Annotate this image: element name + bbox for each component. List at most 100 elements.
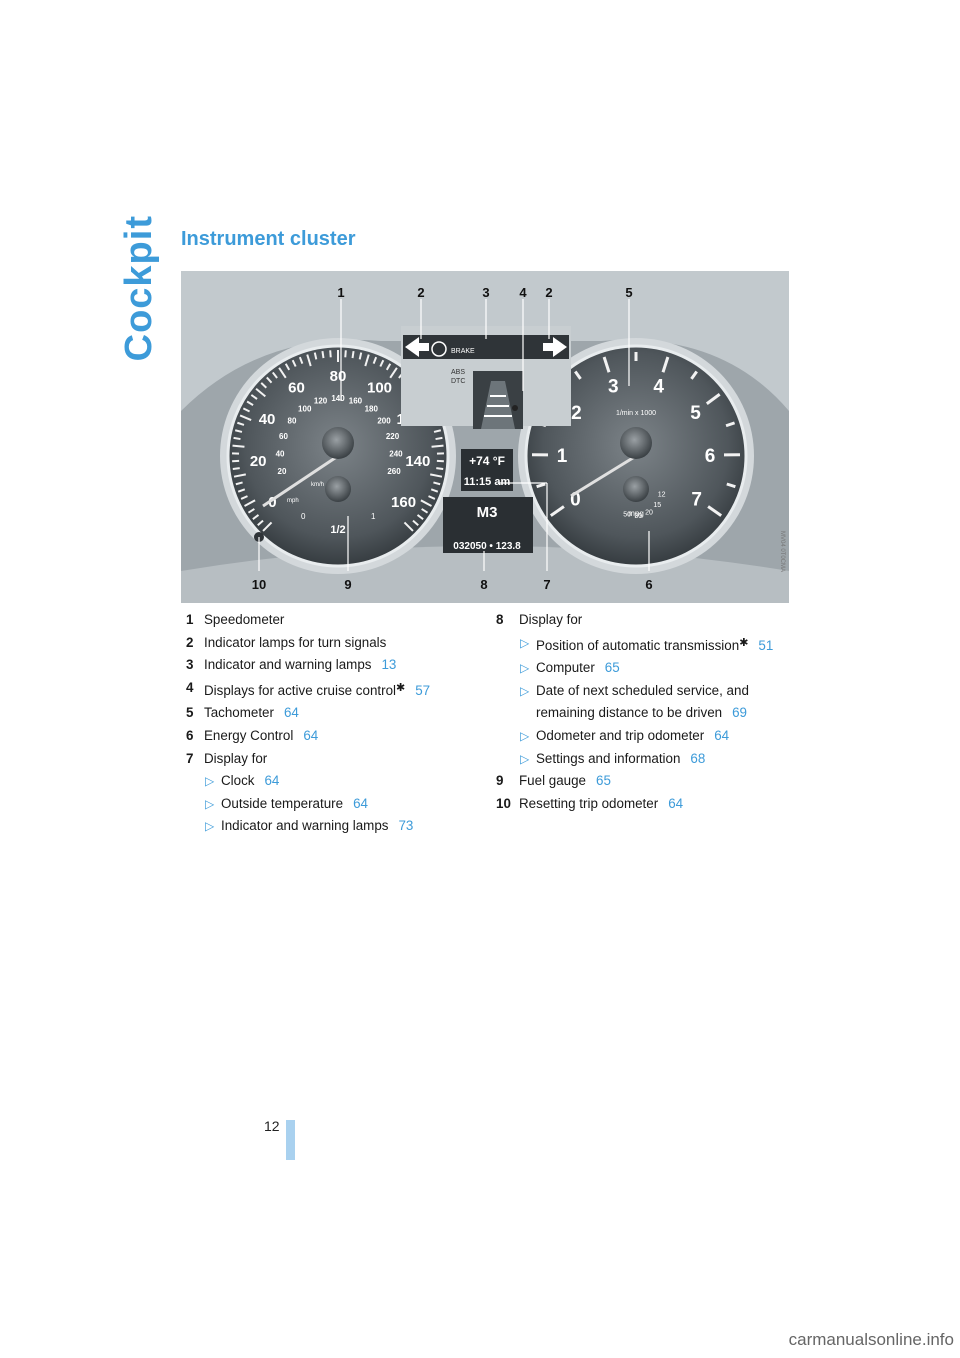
speed-label-kmh: 40 <box>276 449 285 458</box>
page-ref-link[interactable]: 65 <box>596 773 611 788</box>
rpm-label: 4 <box>653 377 664 398</box>
legend-subtext: Position of automatic transmission✱51 <box>536 632 773 658</box>
legend-num: 3 <box>186 654 204 677</box>
speed-tick <box>353 351 354 358</box>
legend-left: 1Speedometer2Indicator lamps for turn si… <box>186 609 486 838</box>
legend-8-subitem: ▷Position of automatic transmission✱51 <box>496 632 806 658</box>
mpg-label: 15 <box>653 502 661 509</box>
mpg-label: 30 <box>634 513 642 520</box>
rpm-label: 5 <box>690 403 701 424</box>
page-ref-link[interactable]: 64 <box>284 705 299 720</box>
speed-tick <box>345 350 346 357</box>
speed-label-kmh: 120 <box>314 397 328 406</box>
page-ref-link[interactable]: 64 <box>264 773 279 788</box>
page-ref-link[interactable]: 57 <box>415 683 430 698</box>
legend-item-8: 8 Display for <box>496 609 806 632</box>
page-number-bar <box>286 1120 295 1160</box>
bullet-triangle-icon: ▷ <box>520 632 536 658</box>
page-ref-link[interactable]: 64 <box>668 796 683 811</box>
page-number: 12 <box>264 1118 280 1134</box>
mpg-label: 20 <box>645 510 653 517</box>
callout-8: 8 <box>480 577 487 592</box>
speed-label-mph: 20 <box>250 453 267 470</box>
speed-label-mph: 60 <box>288 380 305 397</box>
page-ref-link[interactable]: 64 <box>714 728 729 743</box>
page-ref-link[interactable]: 64 <box>353 796 368 811</box>
legend-text: Fuel gauge65 <box>519 770 611 793</box>
legend-7-subitem: ▷Clock64 <box>186 770 486 793</box>
callout-5: 5 <box>625 285 632 300</box>
speed-label-kmh: 20 <box>278 467 287 476</box>
speed-tick <box>233 446 245 447</box>
legend-num: 2 <box>186 632 204 655</box>
legend-text: Display for <box>519 609 582 632</box>
legend-num: 9 <box>496 770 519 793</box>
fuel-mark-1: 1 <box>371 512 376 521</box>
rpm-unit: 1/min x 1000 <box>616 410 656 417</box>
clock-display: 11:15 am <box>464 476 511 488</box>
legend-item-2: 2Indicator lamps for turn signals <box>186 632 486 655</box>
speed-tick <box>330 350 331 357</box>
page-title: Instrument cluster <box>181 228 355 251</box>
legend-text: Display for <box>204 748 267 771</box>
legend-8-subitem: ▷Computer65 <box>496 657 806 680</box>
gear-display: M3 <box>477 504 498 521</box>
legend-right: 8 Display for ▷Position of automatic tra… <box>496 609 806 815</box>
page-ref-link[interactable]: 13 <box>381 657 396 672</box>
legend-text: Speedometer <box>204 609 284 632</box>
rpm-label: 2 <box>571 403 582 424</box>
speed-label-kmh: 160 <box>349 397 363 406</box>
page-ref-link[interactable]: 69 <box>732 705 747 720</box>
page-ref-link[interactable]: 68 <box>690 751 705 766</box>
legend-subtext: Odometer and trip odometer64 <box>536 725 729 748</box>
legend-num: 7 <box>186 748 204 771</box>
page-ref-link[interactable]: 64 <box>303 728 318 743</box>
speed-label-kmh: 100 <box>298 404 312 413</box>
speed-label-kmh: 200 <box>377 417 391 426</box>
mpg-label: 50 <box>623 511 631 518</box>
callout-9: 9 <box>344 577 351 592</box>
speed-label-kmh: 260 <box>387 467 401 476</box>
optional-star-icon: ✱ <box>396 682 405 694</box>
legend-num: 4 <box>186 677 204 703</box>
legend-text: Tachometer64 <box>204 702 299 725</box>
image-code: MV04 0T0CMA <box>779 531 785 572</box>
bullet-triangle-icon: ▷ <box>205 793 221 816</box>
bullet-triangle-icon: ▷ <box>520 748 536 771</box>
callout-1: 1 <box>337 285 344 300</box>
dtc-label: DTC <box>451 378 465 385</box>
bullet-triangle-icon: ▷ <box>205 815 221 838</box>
unit-mph: mph <box>287 498 299 504</box>
rpm-label: 3 <box>608 377 619 398</box>
speed-tick <box>436 438 443 439</box>
callout-7: 7 <box>543 577 550 592</box>
speed-label-mph: 40 <box>259 411 276 428</box>
callout-2-right: 2 <box>545 285 552 300</box>
legend-item-6: 6Energy Control64 <box>186 725 486 748</box>
speed-label-kmh: 80 <box>288 417 297 426</box>
speed-label-kmh: 220 <box>386 432 400 441</box>
speed-label-kmh: 180 <box>365 404 379 413</box>
callout-2-left: 2 <box>417 285 424 300</box>
page-ref-link[interactable]: 65 <box>605 660 620 675</box>
brake-label: BRAKE <box>451 348 475 355</box>
legend-text: Indicator lamps for turn signals <box>204 632 386 655</box>
legend-8-subitem: ▷Settings and information68 <box>496 748 806 771</box>
page-ref-link[interactable]: 51 <box>758 638 773 653</box>
cluster-illustration: 020406080100120140160 204060801001201401… <box>181 271 789 603</box>
page-ref-link[interactable]: 73 <box>398 818 413 833</box>
callout-3: 3 <box>482 285 489 300</box>
legend-num: 6 <box>186 725 204 748</box>
speed-label-kmh: 60 <box>279 432 288 441</box>
legend-item-3: 3Indicator and warning lamps13 <box>186 654 486 677</box>
